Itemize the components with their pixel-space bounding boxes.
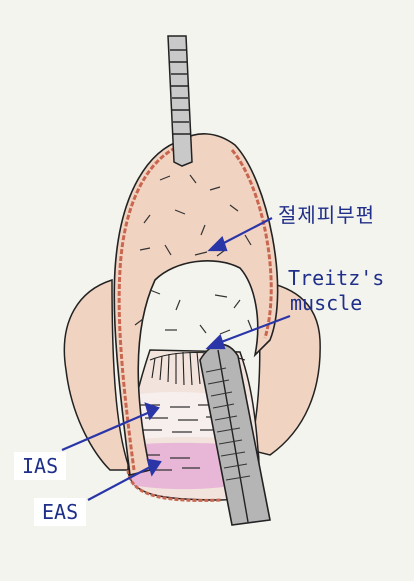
label-eas: EAS: [34, 498, 86, 526]
label-ias: IAS: [14, 452, 66, 480]
label-treitz-line2: muscle: [290, 291, 362, 315]
label-excised-flap: 절제피부편: [278, 203, 375, 227]
label-treitz-line1: Treitz's: [288, 266, 384, 290]
